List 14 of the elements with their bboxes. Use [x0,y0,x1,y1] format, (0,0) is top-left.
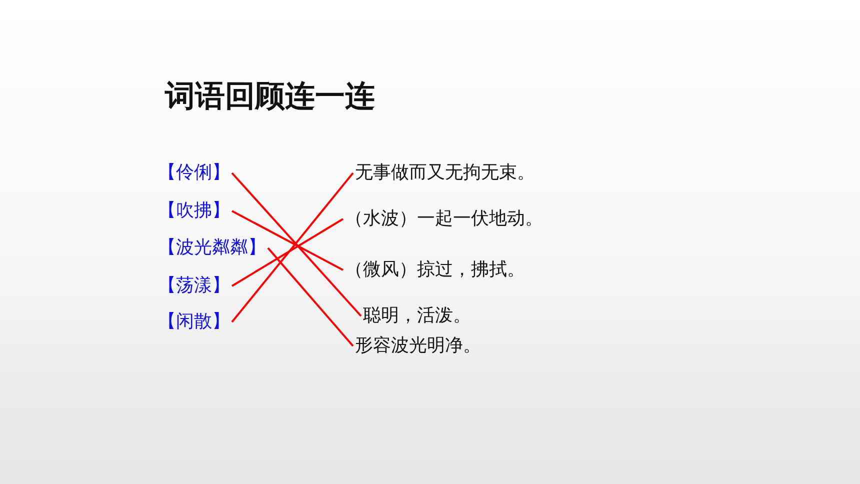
word-label: 【伶俐】 [158,162,230,184]
word-label: 【波光粼粼】 [158,237,266,259]
meaning-text: 无事做而又无拘无束。 [355,162,535,184]
meaning-text: 聪明，活泼。 [363,305,471,327]
meaning-text: 形容波光明净。 [355,335,481,357]
word-label: 【吹拂】 [158,200,230,222]
meaning-text: （水波）一起一伏地动。 [345,208,543,230]
matching-line [231,218,344,287]
matching-line [232,210,344,271]
matching-line [267,247,354,347]
word-label: 【荡漾】 [158,275,230,297]
title: 词语回顾连一连 [165,78,375,116]
meaning-text: （微风）掠过，拂拭。 [345,259,525,281]
word-label: 【闲散】 [158,311,230,333]
